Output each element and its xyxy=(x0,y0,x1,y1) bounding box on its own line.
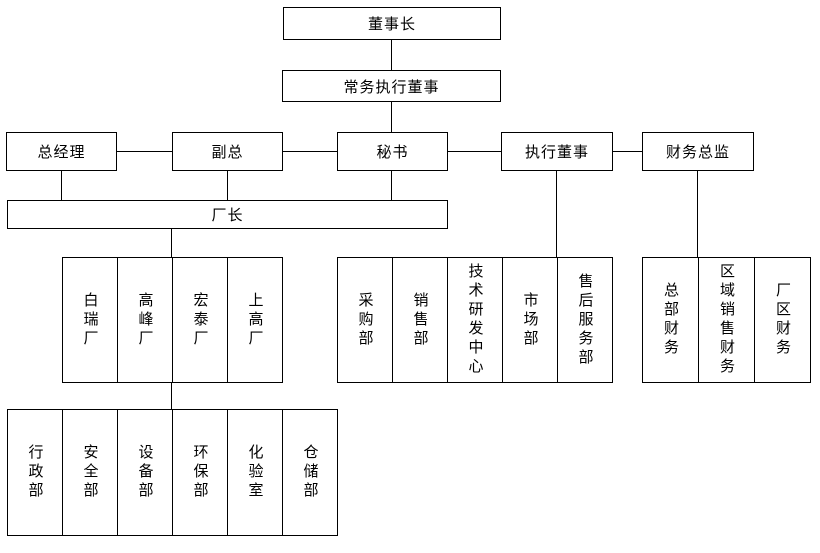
cell-environment-dept: 环保部 xyxy=(173,410,228,535)
cell-gaofeng-factory-label: 高峰厂 xyxy=(136,291,155,349)
cell-factory-area-finance: 厂区财务 xyxy=(755,258,810,382)
group-factory-departments: 行政部 安全部 设备部 环保部 化验室 仓储部 xyxy=(7,409,338,536)
cell-after-sales-dept-label: 售后服务部 xyxy=(576,272,595,368)
node-general-manager: 总经理 xyxy=(6,132,117,171)
cell-admin-dept: 行政部 xyxy=(8,410,63,535)
cell-hongtai-factory-label: 宏泰厂 xyxy=(191,291,210,349)
node-factory-director: 厂长 xyxy=(7,200,448,229)
connector-secretary-to-executive-director xyxy=(448,151,501,152)
cell-admin-dept-label: 行政部 xyxy=(26,444,45,501)
connector-general-manager-to-deputy xyxy=(117,151,172,152)
group-business-departments: 采购部 销售部 技术研发中心 市场部 售后服务部 xyxy=(337,257,613,383)
cell-rd-center: 技术研发中心 xyxy=(448,258,503,382)
node-chairman: 董事长 xyxy=(283,7,501,40)
cell-rd-center-label: 技术研发中心 xyxy=(466,263,485,377)
cell-safety-dept-label: 安全部 xyxy=(81,444,100,501)
node-secretary: 秘书 xyxy=(337,132,448,171)
cell-hongtai-factory: 宏泰厂 xyxy=(173,258,228,382)
cell-bairui-factory-label: 白瑞厂 xyxy=(81,291,100,349)
connector-finance-director-to-finance-group xyxy=(697,171,698,257)
connector-deputy-to-secretary xyxy=(283,151,337,152)
connector-executive-director-to-departments xyxy=(556,171,557,257)
cell-laboratory-label: 化验室 xyxy=(246,444,265,501)
connector-general-manager-to-factory-director xyxy=(61,171,62,200)
connector-factories-to-factory-departments xyxy=(171,383,172,409)
cell-regional-sales-finance-label: 区域销售财务 xyxy=(718,263,736,377)
node-deputy-general-manager: 副总 xyxy=(172,132,283,171)
cell-environment-dept-label: 环保部 xyxy=(191,444,210,501)
connector-managing-director-to-secretary xyxy=(391,102,392,132)
cell-shanggao-factory-label: 上高厂 xyxy=(246,291,265,349)
cell-factory-area-finance-label: 厂区财务 xyxy=(774,282,792,358)
cell-sales-dept: 销售部 xyxy=(393,258,448,382)
connector-deputy-to-factory-director xyxy=(227,171,228,200)
cell-shanggao-factory: 上高厂 xyxy=(228,258,282,382)
cell-equipment-dept: 设备部 xyxy=(118,410,173,535)
cell-hq-finance-label: 总部财务 xyxy=(662,282,680,358)
connector-chairman-to-managing-director xyxy=(391,40,392,70)
cell-procurement-dept-label: 采购部 xyxy=(356,291,375,349)
node-executive-director: 执行董事 xyxy=(501,132,613,171)
cell-marketing-dept-label: 市场部 xyxy=(521,291,540,349)
cell-laboratory: 化验室 xyxy=(228,410,283,535)
cell-regional-sales-finance: 区域销售财务 xyxy=(699,258,755,382)
cell-sales-dept-label: 销售部 xyxy=(411,291,430,349)
connector-factory-director-to-factories xyxy=(171,229,172,257)
cell-marketing-dept: 市场部 xyxy=(503,258,558,382)
cell-procurement-dept: 采购部 xyxy=(338,258,393,382)
cell-equipment-dept-label: 设备部 xyxy=(136,444,155,501)
node-executive-managing-director: 常务执行董事 xyxy=(282,70,501,102)
node-finance-director: 财务总监 xyxy=(642,132,754,171)
connector-executive-director-to-finance-director xyxy=(613,151,642,152)
cell-warehouse-dept-label: 仓储部 xyxy=(301,444,320,501)
cell-bairui-factory: 白瑞厂 xyxy=(63,258,118,382)
cell-warehouse-dept: 仓储部 xyxy=(283,410,337,535)
group-factories: 白瑞厂 高峰厂 宏泰厂 上高厂 xyxy=(62,257,283,383)
connector-secretary-to-factory-director xyxy=(391,171,392,200)
group-finance-departments: 总部财务 区域销售财务 厂区财务 xyxy=(642,257,811,383)
cell-gaofeng-factory: 高峰厂 xyxy=(118,258,173,382)
cell-hq-finance: 总部财务 xyxy=(643,258,699,382)
cell-after-sales-dept: 售后服务部 xyxy=(558,258,612,382)
cell-safety-dept: 安全部 xyxy=(63,410,118,535)
